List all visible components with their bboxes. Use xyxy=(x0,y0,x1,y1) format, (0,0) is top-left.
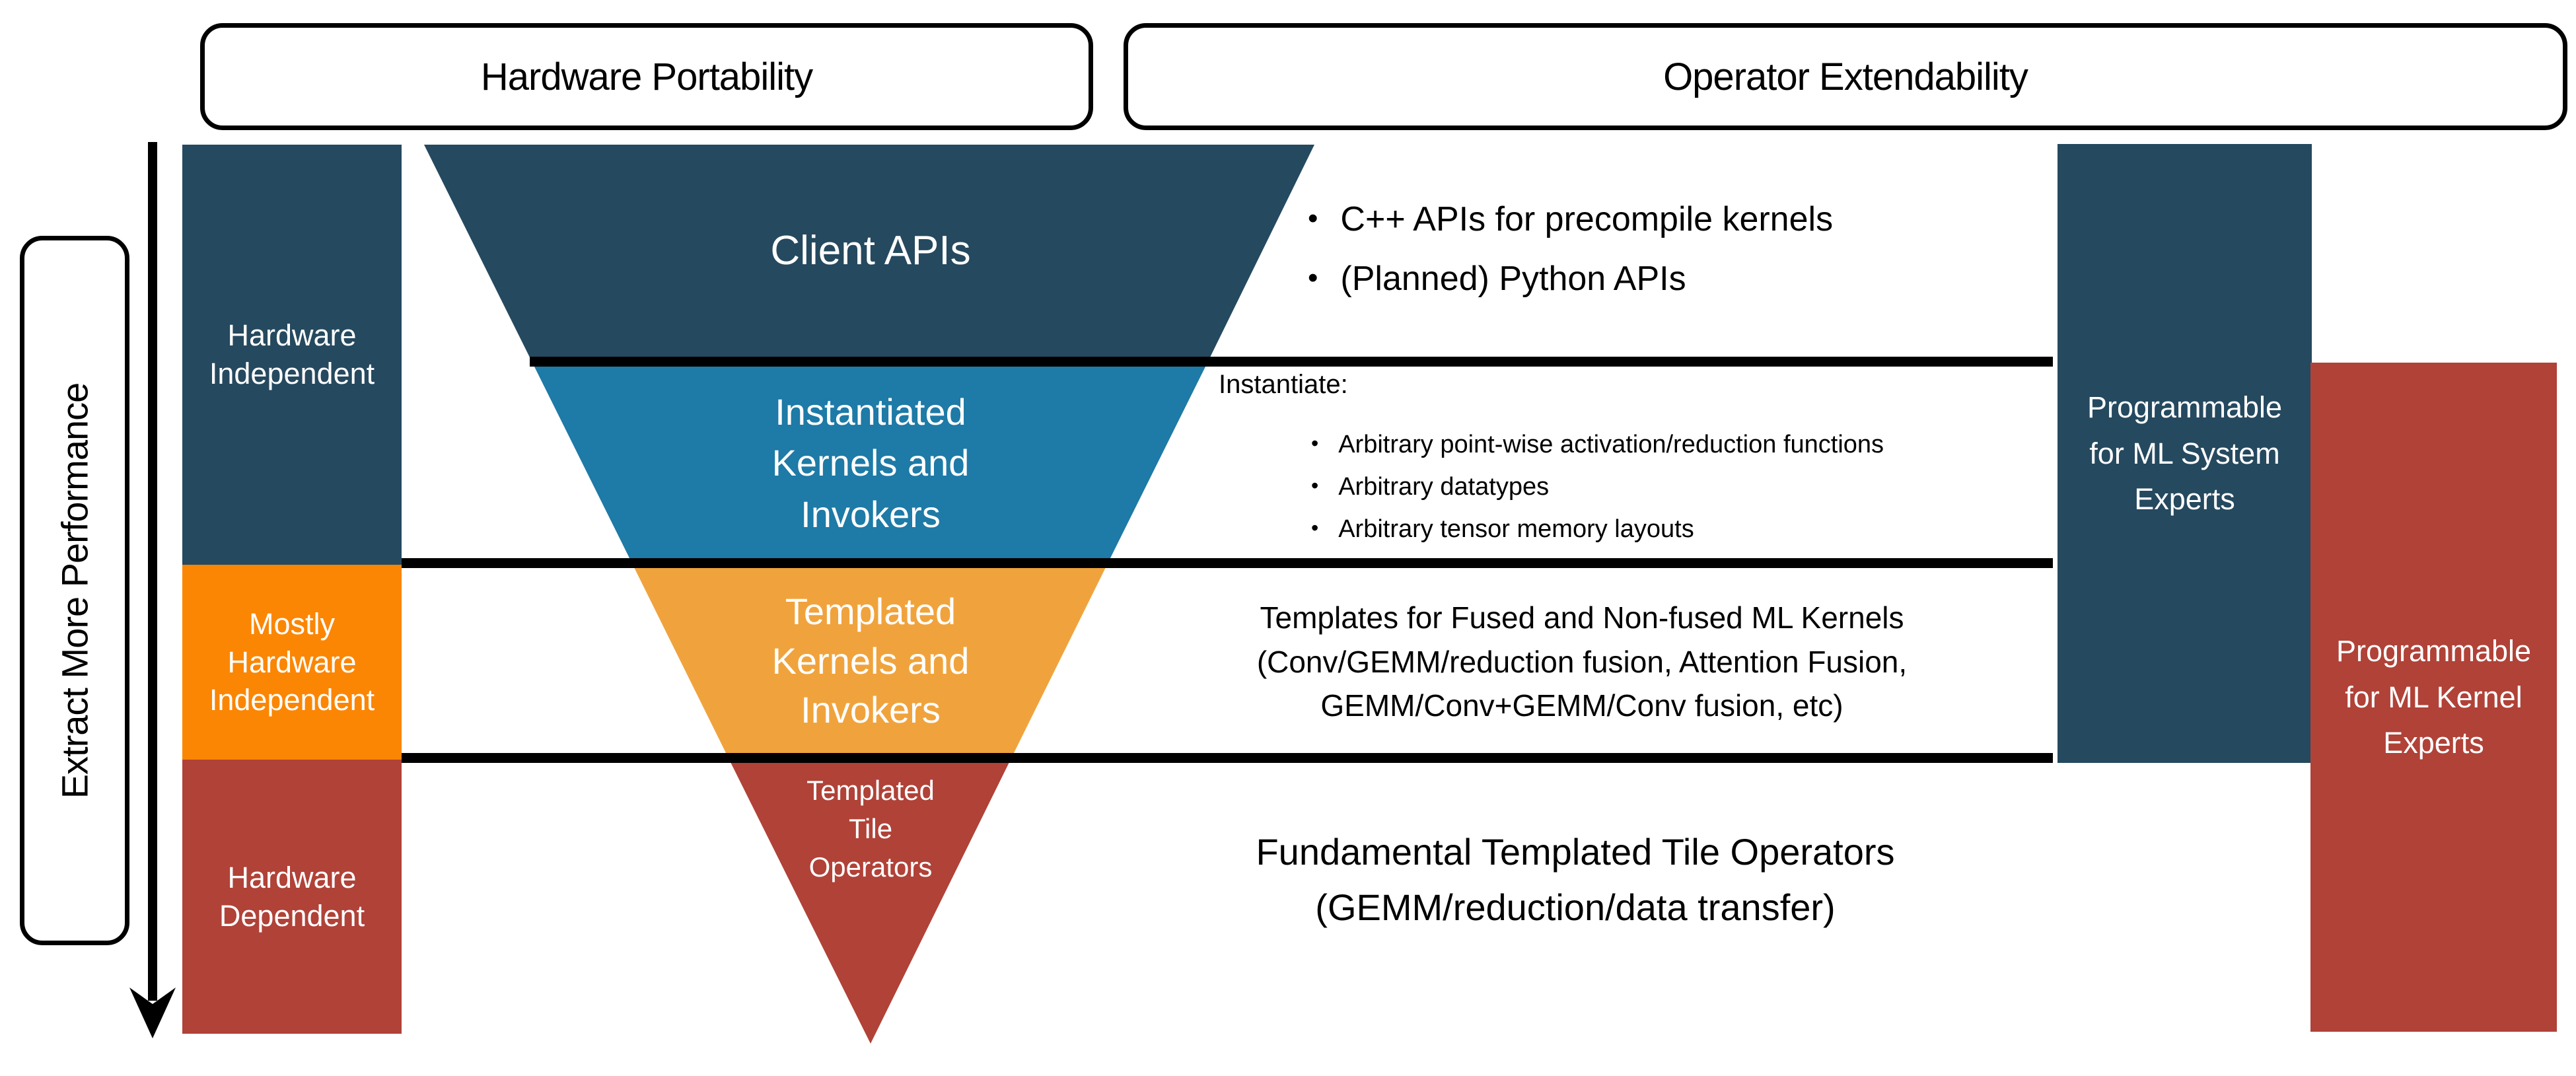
funnel-label-client-apis: Client APIs xyxy=(770,228,971,273)
list-item: • (Planned) Python APIs xyxy=(1308,259,2087,299)
instantiate-heading: Instantiate: xyxy=(1219,370,1348,399)
instantiate-bullet-2: Arbitrary datatypes xyxy=(1338,473,1550,501)
separator-line-2 xyxy=(182,558,2053,568)
funnel-label-instantiated-kernels: Instantiated Kernels and Invokers xyxy=(771,391,970,535)
bullet-icon: • xyxy=(1311,516,1319,540)
templates-annotation: Templates for Fused and Non-fused ML Ker… xyxy=(1256,600,1908,723)
separator-line-1 xyxy=(530,357,2053,367)
client-api-bullet-list: • C++ APIs for precompile kernels • (Pla… xyxy=(1308,199,2087,318)
list-item: • C++ APIs for precompile kernels xyxy=(1308,199,2087,239)
instantiate-bullet-3: Arbitrary tensor memory layouts xyxy=(1338,515,1694,543)
performance-axis-label: Extract More Performance xyxy=(54,382,96,799)
left-box-hardware-dependent: Hardware Dependent xyxy=(182,760,402,1034)
performance-arrow-head xyxy=(129,987,176,1038)
header-operator-extendability-label: Operator Extendability xyxy=(1663,55,2028,98)
funnel-label-templated-tile-operators: Templated Tile Operators xyxy=(806,775,935,882)
header-hardware-portability: Hardware Portability xyxy=(200,23,1093,130)
right-box-ml-kernel-experts: Programmable for ML Kernel Experts xyxy=(2310,363,2557,1032)
funnel-layer-instantiated-shape xyxy=(532,361,1208,565)
funnel-label-templated-kernels: Templated Kernels and Invokers xyxy=(771,591,970,731)
client-api-bullet-2: (Planned) Python APIs xyxy=(1340,260,1686,298)
list-item: • Arbitrary point-wise activation/reduct… xyxy=(1311,431,2077,459)
left-box-hardware-independent: Hardware Independent xyxy=(182,145,402,565)
bullet-icon: • xyxy=(1311,431,1319,455)
performance-arrow-shaft xyxy=(148,142,157,1001)
performance-axis-box: Extract More Performance xyxy=(20,236,129,945)
funnel-layer-templated-shape xyxy=(633,565,1107,760)
instantiate-bullet-list: • Arbitrary point-wise activation/reduct… xyxy=(1311,431,2077,557)
bullet-icon: • xyxy=(1311,474,1319,497)
bullet-icon: • xyxy=(1308,262,1318,294)
separator-line-3 xyxy=(182,753,2053,763)
left-box-mostly-hardware-independent: Mostly Hardware Independent xyxy=(182,565,402,760)
header-operator-extendability: Operator Extendability xyxy=(1124,23,2567,130)
right-box-ml-system-experts: Programmable for ML System Experts xyxy=(2057,144,2312,763)
header-hardware-portability-label: Hardware Portability xyxy=(480,55,813,98)
fundamental-annotation: Fundamental Templated Tile Operators (GE… xyxy=(1256,831,1895,928)
list-item: • Arbitrary datatypes xyxy=(1311,473,2077,501)
client-api-bullet-1: C++ APIs for precompile kernels xyxy=(1340,200,1834,238)
funnel-layer-tile-operators-shape xyxy=(729,760,1011,1044)
list-item: • Arbitrary tensor memory layouts xyxy=(1311,515,2077,544)
funnel-layer-client-apis-shape xyxy=(424,145,1314,361)
bullet-icon: • xyxy=(1308,202,1318,234)
instantiate-bullet-1: Arbitrary point-wise activation/reductio… xyxy=(1338,431,1884,458)
